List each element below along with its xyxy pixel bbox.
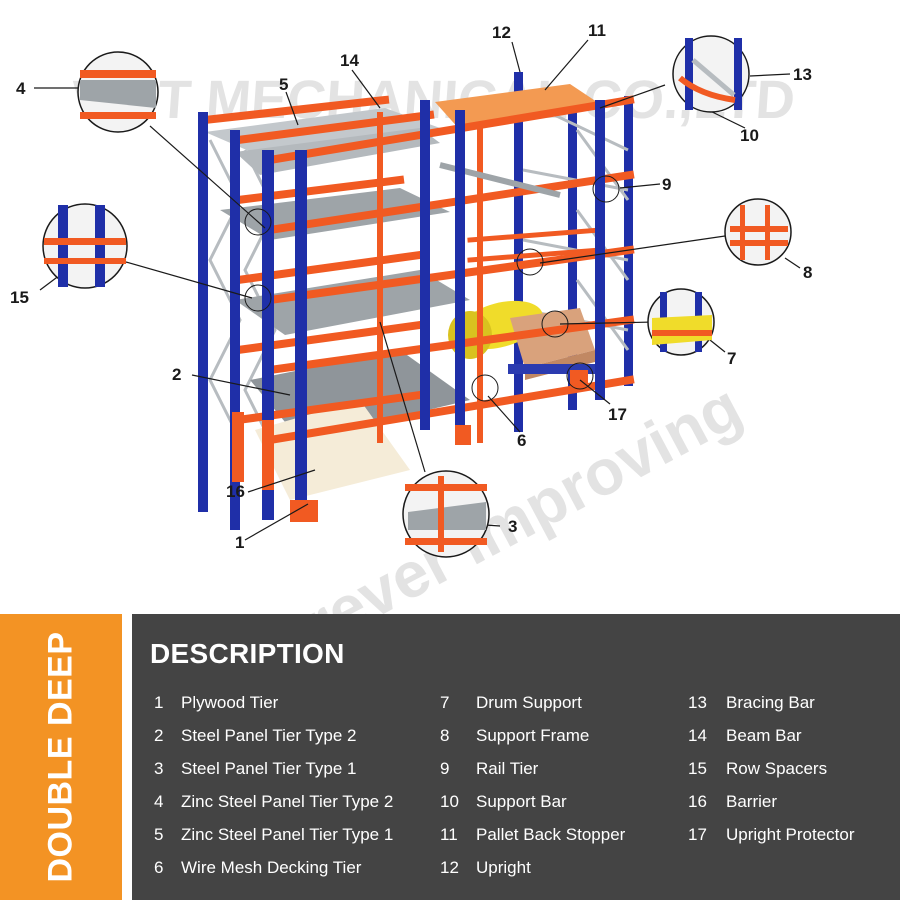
item-label: Steel Panel Tier Type 1 [181,758,357,778]
callout-numbers: 1 2 3 4 5 6 7 8 9 10 11 12 13 14 15 16 1… [10,21,812,552]
list-item: 9 Rail Tier [440,752,625,785]
list-item: 16 Barrier [688,785,855,818]
callout-6: 6 [517,431,526,450]
item-label: Wire Mesh Decking Tier [181,857,362,877]
item-label: Upright Protector [726,824,855,844]
detail-circle-8 [724,198,792,266]
item-number: 10 [440,791,459,811]
item-label: Rail Tier [476,758,539,778]
callout-14: 14 [340,51,359,70]
item-number: 15 [688,758,707,778]
barrier [232,370,588,522]
item-number: 2 [154,725,164,745]
list-item: 15 Row Spacers [688,752,855,785]
side-bar: DOUBLE DEEP [0,614,122,900]
callout-15: 15 [10,288,29,307]
detail-circle-4 [77,51,159,133]
list-item: 8 Support Frame [440,719,625,752]
item-number: 8 [440,725,450,745]
item-label: Beam Bar [726,725,802,745]
list-item: 7 Drum Support [440,686,625,719]
item-number: 12 [440,857,459,877]
leader-lines [34,39,801,541]
detail-circle-3 [402,470,490,558]
detail-circle-15 [42,203,128,289]
item-number: 11 [440,824,458,844]
item-number: 6 [154,857,164,877]
side-title: DOUBLE DEEP [41,631,80,883]
item-label: Support Frame [476,725,590,745]
rack-diagram: VIET MECHANICAL CO.,LTD Forever Improvin… [10,21,812,614]
detail-circles [42,35,792,558]
callout-7: 7 [727,349,736,368]
item-label: Plywood Tier [181,692,279,712]
item-number: 14 [688,725,707,745]
callout-8: 8 [803,263,812,282]
callout-11: 11 [588,21,606,40]
callout-9: 9 [662,175,671,194]
callout-3: 3 [508,517,517,536]
detail-circle-13 [672,35,750,113]
list-item: 4 Zinc Steel Panel Tier Type 2 [154,785,393,818]
item-label: Zinc Steel Panel Tier Type 2 [181,791,394,811]
list-item: 17 Upright Protector [688,818,855,851]
item-label: Drum Support [476,692,582,712]
item-label: Upright [476,857,531,877]
list-item: 6 Wire Mesh Decking Tier [154,851,393,884]
list-item: 12 Upright [440,851,625,884]
item-label: Row Spacers [726,758,828,778]
item-number: 1 [154,692,164,712]
detail-circle-7 [647,288,715,356]
list-item: 11 Pallet Back Stopper [440,818,625,851]
item-label: Zinc Steel Panel Tier Type 1 [181,824,394,844]
item-label: Barrier [726,791,778,811]
description-column-1: 1 Plywood Tier 2 Steel Panel Tier Type 2 3… [154,686,393,884]
item-label: Support Bar [476,791,567,811]
list-item: 2 Steel Panel Tier Type 2 [154,719,393,752]
list-item: 1 Plywood Tier [154,686,393,719]
item-label: Bracing Bar [726,692,815,712]
callout-17: 17 [608,405,627,424]
description-column-3: 13 Bracing Bar 14 Beam Bar 15 Row Spacers 1… [688,686,855,851]
callout-5: 5 [279,75,288,94]
item-number: 5 [154,824,164,844]
item-number: 7 [440,692,450,712]
callout-1: 1 [235,533,244,552]
box [508,308,598,380]
callout-10: 10 [740,126,759,145]
description-heading: DESCRIPTION [150,638,345,669]
list-item: 14 Beam Bar [688,719,855,752]
callout-13: 13 [793,65,812,84]
callout-12: 12 [492,23,511,42]
callout-4: 4 [16,79,26,98]
item-label: Pallet Back Stopper [476,824,626,844]
divider [122,614,132,900]
item-number: 16 [688,791,707,811]
item-number: 9 [440,758,450,778]
item-number: 13 [688,692,707,712]
list-item: 13 Bracing Bar [688,686,855,719]
callout-2: 2 [172,365,181,384]
list-item: 5 Zinc Steel Panel Tier Type 1 [154,818,393,851]
item-label: Steel Panel Tier Type 2 [181,725,357,745]
list-item: 10 Support Bar [440,785,625,818]
callout-16: 16 [226,482,245,501]
item-number: 4 [154,791,164,811]
item-number: 17 [688,824,707,844]
list-item: 3 Steel Panel Tier Type 1 [154,752,393,785]
item-number: 3 [154,758,164,778]
